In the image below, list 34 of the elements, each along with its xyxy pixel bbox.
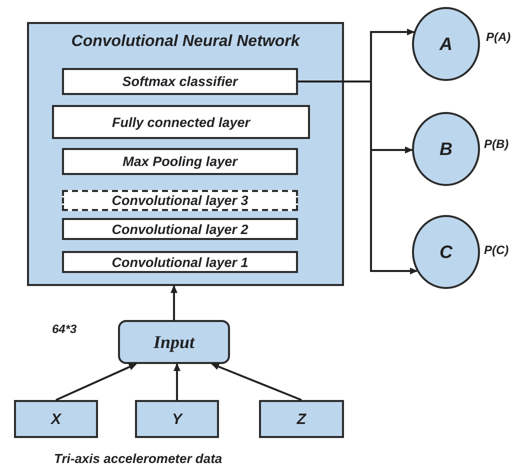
arrow (211, 363, 302, 401)
axis-box (14, 400, 98, 438)
node-caption: P(B) (484, 137, 509, 151)
node-label: C (440, 242, 452, 262)
node-label: Convolutional layer 2 (112, 222, 248, 236)
axis-box (135, 400, 219, 438)
node-label: Convolutional layer 3 (112, 193, 248, 208)
node-label: Z (296, 410, 306, 428)
arrow (170, 285, 178, 320)
node-label: X (50, 410, 61, 428)
node-label: Max Pooling layer (122, 154, 238, 169)
caption: Tri-axis accelerometer data (54, 451, 222, 466)
node-label: A (440, 34, 452, 54)
arrow (174, 363, 180, 400)
layer-box (52, 105, 310, 139)
axis-box (259, 400, 344, 438)
layer-box (62, 190, 298, 211)
layer-box (62, 251, 298, 273)
layer-box (62, 148, 298, 175)
node-caption: P(C) (484, 243, 509, 257)
network-panel (27, 22, 344, 286)
layer-box (62, 68, 298, 95)
node-label: Softmax classifier (122, 74, 238, 89)
input-box (118, 320, 230, 364)
node-caption: P(A) (486, 30, 511, 44)
node-label: B (440, 138, 452, 160)
layer-box (62, 218, 298, 240)
panel-title: Convolutional Neural Network (71, 33, 300, 51)
arrow (56, 363, 137, 401)
node-label: Y (172, 410, 182, 428)
node-label: Fully connected layer (112, 114, 250, 130)
node-label: Convolutional layer 1 (112, 254, 248, 270)
node-caption: 64*3 (52, 322, 77, 336)
node-label: Input (153, 332, 195, 352)
